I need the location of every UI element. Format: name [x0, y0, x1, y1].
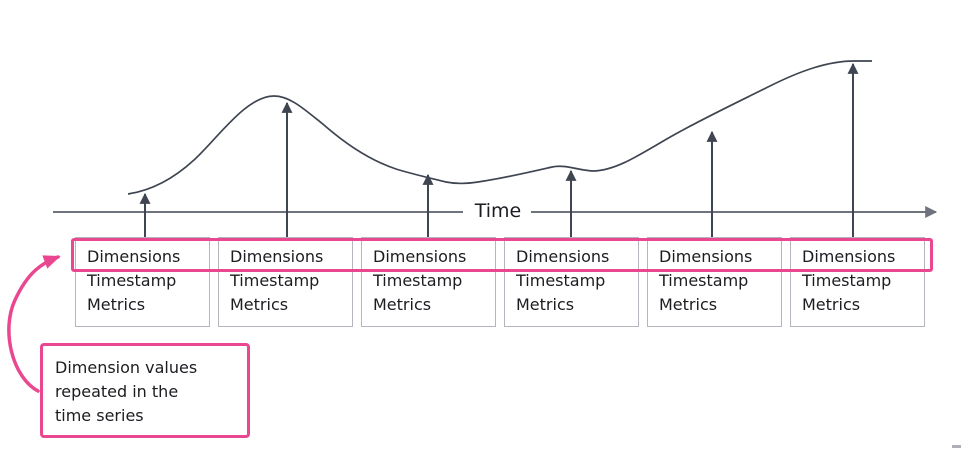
record-field-metrics: Metrics: [87, 295, 146, 314]
callout-text-line: Dimension values: [55, 358, 198, 377]
record-card: Dimensions Timestamp Metrics: [361, 237, 496, 327]
record-field-dimensions: Dimensions: [373, 247, 467, 266]
time-series-curve: [127, 60, 872, 195]
callout-arrow: [7, 255, 61, 393]
bottom-right-artifact: [952, 445, 961, 448]
record-field-timestamp: Timestamp: [659, 271, 749, 290]
record-card: Dimensions Timestamp Metrics: [790, 237, 925, 327]
time-axis-label: Time: [472, 200, 524, 222]
callout-box: Dimension values repeated in the time se…: [40, 343, 250, 438]
record-field-dimensions: Dimensions: [802, 247, 896, 266]
record-field-metrics: Metrics: [516, 295, 575, 314]
record-field-timestamp: Timestamp: [802, 271, 892, 290]
callout-text-line: time series: [55, 406, 144, 425]
record-field-dimensions: Dimensions: [516, 247, 610, 266]
record-field-metrics: Metrics: [659, 295, 718, 314]
record-field-timestamp: Timestamp: [230, 271, 320, 290]
record-field-dimensions: Dimensions: [659, 247, 753, 266]
record-field-timestamp: Timestamp: [516, 271, 606, 290]
callout-text-line: repeated in the: [55, 382, 179, 401]
record-card: Dimensions Timestamp Metrics: [647, 237, 782, 327]
record-row: Dimensions Timestamp Metrics Dimensions …: [75, 237, 925, 327]
record-card: Dimensions Timestamp Metrics: [75, 237, 210, 327]
dimensions-highlight-box: [71, 238, 933, 272]
record-field-dimensions: Dimensions: [87, 247, 181, 266]
record-field-timestamp: Timestamp: [87, 271, 177, 290]
record-card: Dimensions Timestamp Metrics: [218, 237, 353, 327]
record-field-metrics: Metrics: [230, 295, 289, 314]
record-field-metrics: Metrics: [373, 295, 432, 314]
record-field-metrics: Metrics: [802, 295, 861, 314]
record-card: Dimensions Timestamp Metrics: [504, 237, 639, 327]
record-field-timestamp: Timestamp: [373, 271, 463, 290]
record-field-dimensions: Dimensions: [230, 247, 324, 266]
